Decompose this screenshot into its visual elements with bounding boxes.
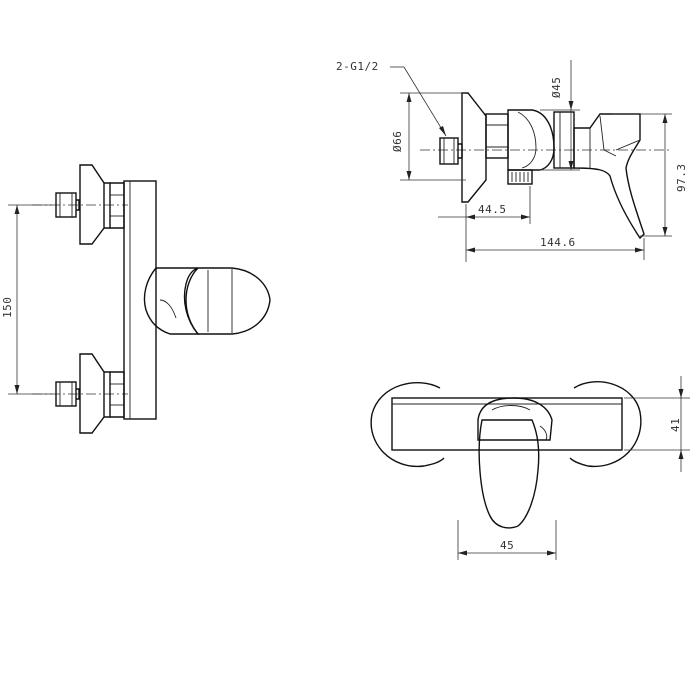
dimension-150: 150 [1,204,52,395]
label-diameter-45: Ø45 [550,77,563,98]
dimension-97-3: 97.3 [612,113,688,237]
dimension-diameter-66: Ø66 [391,92,466,181]
lever-handle [143,267,271,335]
label-44-5: 44.5 [478,203,507,216]
leader-thread: 2-G1/2 [336,60,447,137]
label-144-6: 144.6 [540,236,576,249]
upper-inlet [55,164,125,245]
lower-inlet [55,353,125,434]
label-97-3: 97.3 [675,164,688,193]
dimension-44-5: 44.5 [438,186,531,262]
side-body [507,109,575,171]
label-45: 45 [500,539,514,552]
top-lever [477,397,553,529]
top-view: 41 45 [370,376,690,560]
right-escutcheon-outline [569,381,642,468]
dimension-41: 41 [624,376,690,472]
dimension-144-6: 144.6 [466,236,645,260]
side-lever [573,113,645,240]
side-hex-nut [485,113,509,159]
dimension-45: 45 [457,520,557,560]
side-escutcheon [461,92,487,203]
dimension-diameter-45: Ø45 [540,60,580,171]
label-150: 150 [1,297,14,318]
label-41: 41 [669,418,682,432]
left-escutcheon-outline [370,381,445,468]
side-inlet [439,137,463,165]
side-view: 2-G1/2 Ø66 Ø45 97.3 [336,60,688,262]
label-diameter-66: Ø66 [391,131,404,152]
side-outlet-nut [507,169,533,185]
mixer-body [123,180,157,420]
label-thread: 2-G1/2 [336,60,379,73]
front-view: 150 [1,164,271,434]
